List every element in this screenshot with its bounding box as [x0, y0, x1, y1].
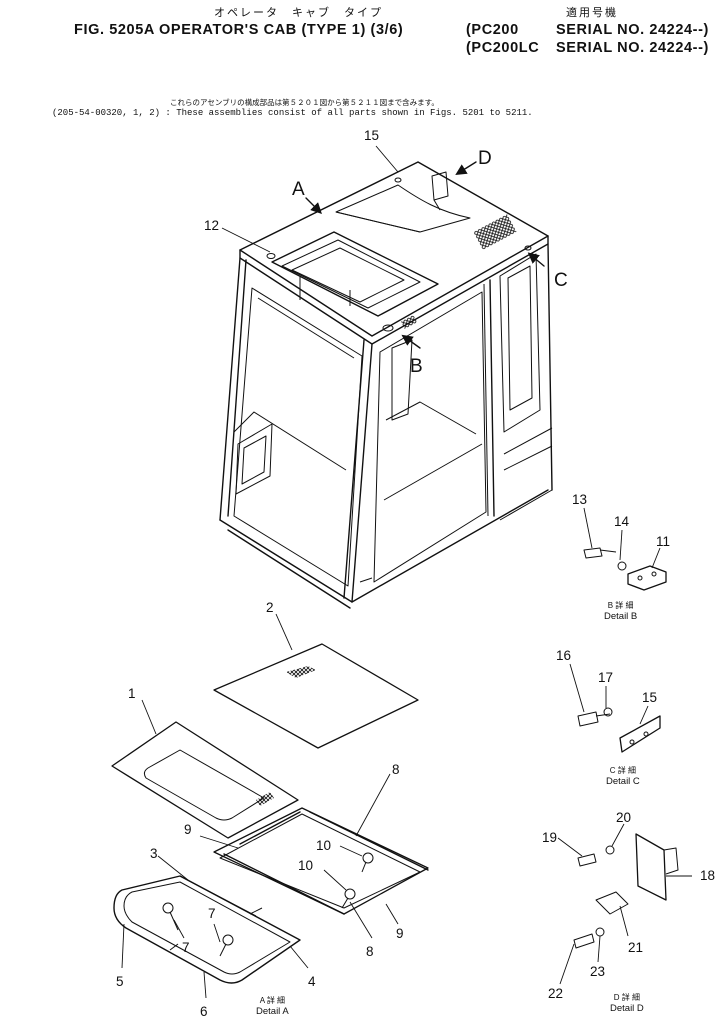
callout-4: 4 — [308, 974, 316, 989]
callout-2: 2 — [266, 600, 274, 615]
callout-6: 6 — [200, 1004, 208, 1018]
callout-17: 17 — [598, 670, 613, 685]
part-1-window-frame — [111, 721, 299, 839]
detail-b-caption: B 詳 細 Detail B — [604, 600, 637, 622]
operator-cab — [219, 161, 553, 609]
screw-7-lower — [219, 934, 234, 957]
callout-11: 11 — [656, 534, 670, 549]
leader-lines — [121, 145, 692, 999]
japanese-applicable-label: 適用号機 — [566, 6, 618, 19]
callout-16: 16 — [556, 648, 571, 663]
assembly-note-jp: これらのアセンブリの構成部品は第５２０１図から第５２１１図まで含みます。 — [170, 98, 439, 107]
view-marker-d: D — [478, 148, 492, 169]
callout-19: 19 — [542, 830, 557, 845]
screw-10-lower — [341, 888, 356, 909]
screw-7-upper — [162, 902, 179, 931]
model-pc200lc: (PC200LC — [466, 40, 540, 56]
callout-1: 1 — [128, 686, 136, 701]
seal-frame-8-9 — [213, 807, 429, 915]
view-marker-a: A — [292, 179, 305, 200]
callout-5: 5 — [116, 974, 124, 989]
figure-title: FIG. 5205A OPERATOR'S CAB (TYPE 1) (3/6) — [74, 22, 404, 38]
callout-18: 18 — [700, 868, 715, 883]
callout-12: 12 — [204, 218, 219, 233]
serial-range-1: SERIAL NO. 24224--) — [556, 22, 709, 38]
callout-7-right: 7 — [208, 906, 216, 921]
detail-a-seal — [113, 875, 301, 984]
detail-a-label: Detail A — [256, 1006, 289, 1017]
detail-a-label-jp: A 詳 細 — [259, 996, 286, 1005]
callout-20: 20 — [616, 810, 631, 825]
detail-c-parts — [577, 707, 661, 753]
detail-d-label: Detail D — [610, 1003, 644, 1014]
callout-15-roof: 15 — [364, 128, 379, 143]
serial-range-2: SERIAL NO. 24224--) — [556, 40, 709, 56]
detail-c-label: Detail C — [606, 776, 640, 787]
callout-8-lower: 8 — [366, 944, 374, 959]
detail-b-label-jp: B 詳 細 — [607, 601, 634, 610]
callout-21: 21 — [628, 940, 643, 955]
callout-9-right: 9 — [396, 926, 404, 941]
callout-22: 22 — [548, 986, 563, 1001]
view-marker-b: B — [410, 356, 423, 377]
detail-b-parts — [583, 547, 667, 591]
detail-c-label-jp: C 詳 細 — [609, 766, 637, 775]
callout-23: 23 — [590, 964, 605, 979]
callout-10-upper: 10 — [316, 838, 331, 853]
callout-8-upper: 8 — [392, 762, 400, 777]
detail-d-label-jp: D 詳 細 — [613, 993, 641, 1002]
callout-10-lower: 10 — [298, 858, 313, 873]
view-marker-c: C — [554, 270, 568, 291]
view-arrows — [305, 161, 545, 349]
detail-b-label: Detail B — [604, 611, 638, 622]
japanese-title: オペレータ キャブ タイプ — [214, 6, 383, 19]
detail-d-caption: D 詳 細 Detail D — [610, 992, 644, 1014]
callout-13: 13 — [572, 492, 587, 507]
part-2-roof-panel — [213, 643, 419, 749]
detail-c-caption: C 詳 細 Detail C — [606, 765, 640, 787]
screw-10-upper — [361, 852, 374, 873]
callout-7-left: 7 — [182, 940, 190, 955]
detail-a-caption: A 詳 細 Detail A — [256, 995, 289, 1017]
assembly-note-en: (205-54-00320, 1, 2) : These assemblies … — [52, 108, 533, 118]
callout-14: 14 — [614, 514, 630, 529]
detail-d-parts — [573, 833, 679, 949]
callout-9-left: 9 — [184, 822, 192, 837]
callout-numbers: 15 12 2 1 3 4 5 6 7 7 8 8 9 9 10 10 13 1… — [116, 128, 715, 1018]
callout-15-detail: 15 — [642, 690, 657, 705]
callout-3: 3 — [150, 846, 158, 861]
model-pc200: (PC200 — [466, 22, 519, 38]
